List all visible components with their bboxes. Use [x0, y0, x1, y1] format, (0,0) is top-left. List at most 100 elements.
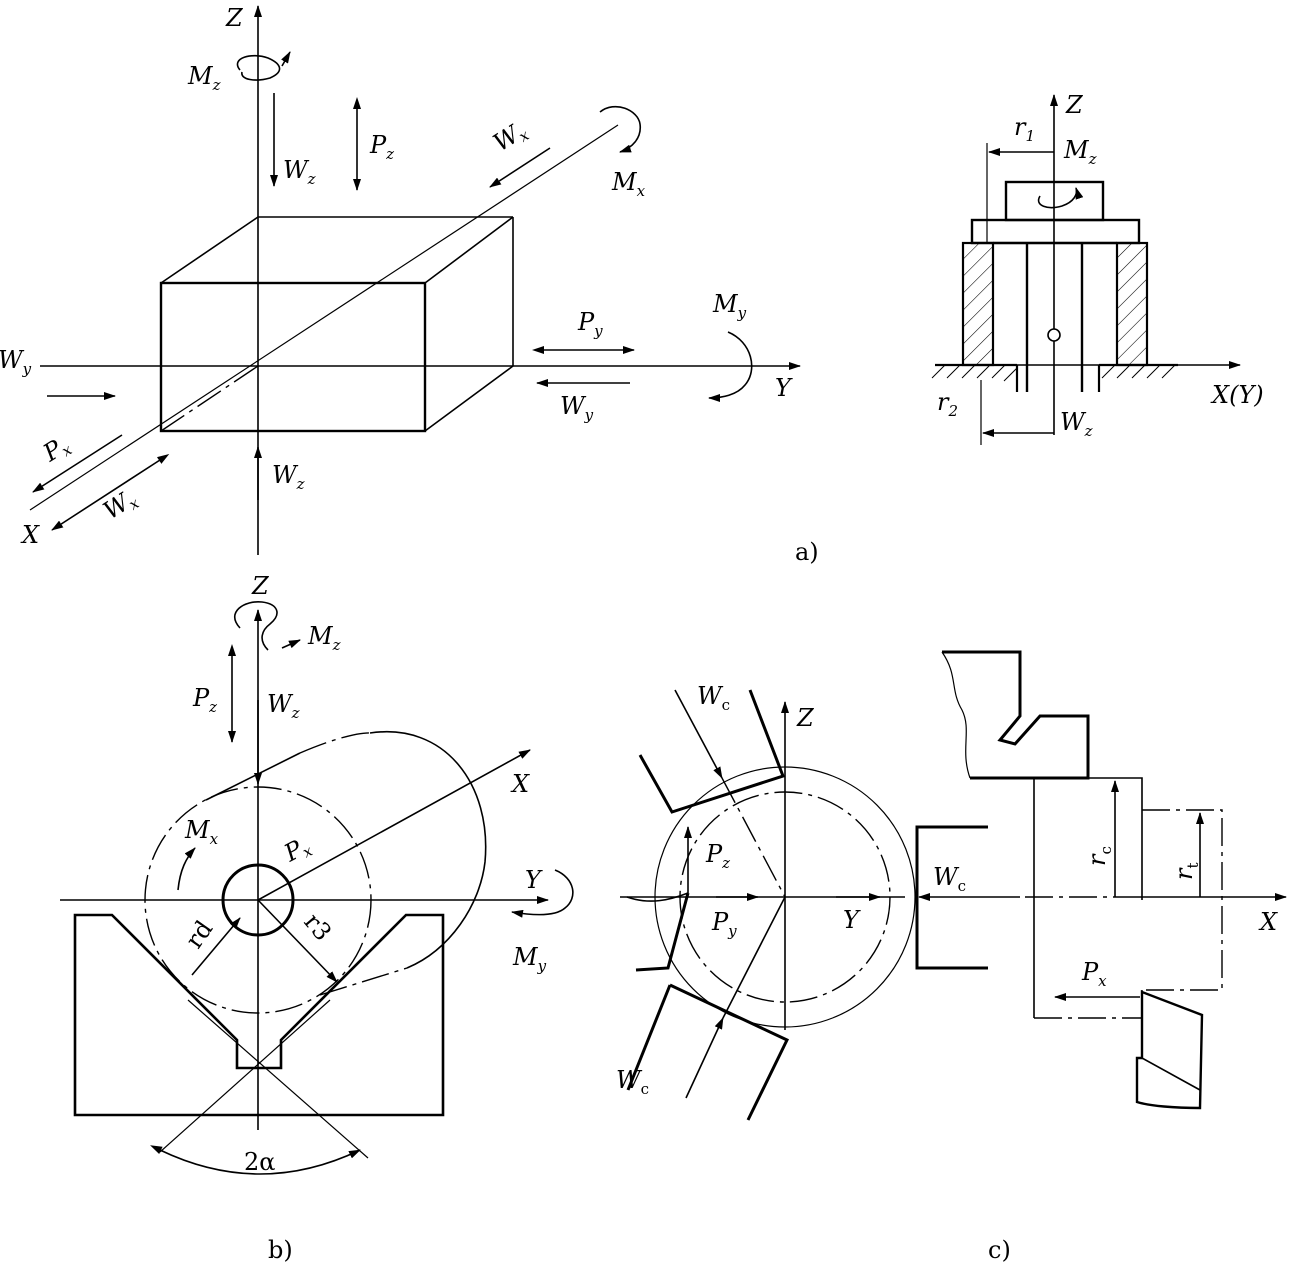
b-cylinder-top-edge — [205, 752, 301, 801]
b-label-x: X — [510, 770, 530, 798]
a-block-hidden — [160, 365, 259, 432]
side-base-hatch — [931, 364, 1176, 382]
b-mx-curl — [177, 847, 196, 891]
b-r3-arrow — [257, 899, 338, 983]
b-v-block — [73, 913, 445, 1117]
a-label-py: Py — [577, 308, 603, 340]
c-inner-circle — [679, 791, 891, 1003]
c-label-y: Y — [843, 906, 861, 934]
a-x-axis — [29, 124, 619, 511]
b-cylinder-bot-edge — [319, 967, 408, 996]
b-mz-arrow — [281, 639, 301, 649]
c-label-px: Px — [1081, 958, 1107, 990]
side-mz-curl — [1037, 187, 1084, 209]
panel-a-isometric: Z Mz Wz Pz Wx Mx My Py Y Wy Wy Px Wx X W… — [0, 4, 801, 555]
b-angle-arc — [150, 1145, 361, 1175]
side-label-r2: r2 — [937, 388, 958, 420]
caption-c: c) — [988, 1236, 1011, 1264]
b-label-rd: rd — [180, 915, 218, 953]
c-turned-section — [1142, 809, 1223, 991]
c-label-wc-bot: Wc — [616, 1066, 649, 1098]
c-wc-bot-line — [722, 896, 786, 1019]
a-label-pz: Pz — [369, 131, 394, 163]
a-block-edge — [160, 216, 259, 284]
c-tool-left — [626, 892, 689, 902]
c-label-wc-right: Wc — [933, 863, 966, 895]
b-label-angle: 2α — [244, 1148, 275, 1176]
a-my-curl — [708, 331, 753, 402]
a-label-px: Px — [37, 430, 75, 469]
a-label-mz: Mz — [187, 62, 221, 94]
a-label-wy-right: Wy — [560, 392, 594, 424]
caption-a: a) — [795, 538, 819, 566]
a-label-wx-top: Wx — [488, 115, 532, 158]
c-jaw-right — [915, 825, 988, 970]
b-cylinder-top-edge-hidden — [299, 732, 373, 754]
b-label-wz: Wz — [267, 690, 300, 722]
c-tool-edge — [1141, 1057, 1201, 1091]
c-label-x: X — [1258, 908, 1278, 936]
a-wx-top-arrow — [489, 147, 551, 188]
b-label-r3: r3 — [298, 908, 337, 946]
c-jaw-bottom — [669, 983, 790, 1121]
c-label-rc: rc — [1083, 846, 1115, 866]
c-wc-top-arrow — [674, 689, 723, 779]
a-label-y: Y — [775, 374, 793, 402]
side-center-point — [1047, 328, 1061, 342]
b-shaft-circle — [221, 863, 295, 937]
c-workpiece-bottom — [1034, 990, 1143, 1019]
b-label-mz: Mz — [307, 622, 341, 654]
a-label-my: My — [712, 290, 747, 322]
b-label-pz: Pz — [192, 684, 217, 716]
b-label-z: Z — [251, 572, 270, 600]
c-workpiece-top — [1034, 777, 1143, 900]
side-label-wz: Wz — [1060, 408, 1093, 440]
a-block-front — [159, 281, 427, 433]
c-jaw-top — [638, 689, 785, 814]
a-mz-curl — [236, 54, 281, 81]
a-label-wz-bot: Wz — [272, 461, 305, 493]
b-cylinder-back — [369, 730, 487, 969]
side-wall-left — [961, 241, 995, 367]
c-tool-left-body — [635, 892, 690, 972]
c-label-rt: rt — [1170, 862, 1202, 880]
b-my-curl — [511, 869, 574, 918]
a-label-wz-top: Wz — [283, 156, 316, 188]
c-chuck-jaw — [942, 650, 1090, 780]
panel-a-side-view: Z r1 Mz X(Y) r2 Wz a) — [795, 91, 1264, 566]
side-label-axis: X(Y) — [1210, 381, 1264, 409]
b-rd-arrow — [191, 917, 241, 976]
panel-c-cross-section: Wc Z Pz Wc Py Y Wc — [616, 682, 1020, 1121]
side-plate — [970, 218, 1141, 245]
side-wall-right — [1115, 241, 1149, 367]
b-label-my: My — [512, 943, 547, 975]
a-mx-curl — [599, 106, 642, 153]
side-label-mz: Mz — [1063, 136, 1097, 168]
side-label-z: Z — [1065, 91, 1084, 119]
panel-c-side-view: rc rt X Px c) — [941, 650, 1287, 1264]
side-label-r1: r1 — [1014, 113, 1035, 145]
c-outer-circle — [654, 766, 916, 1028]
c-label-wc-top: Wc — [697, 682, 730, 714]
a-mz-arrow — [281, 51, 291, 67]
b-label-mx: Mx — [184, 816, 219, 848]
b-angle-line-r — [187, 999, 369, 1159]
b-label-px: Px — [279, 831, 316, 870]
b-cylinder-front — [144, 786, 372, 1014]
a-wx-bot-arrow — [51, 454, 170, 531]
b-mz-curl — [233, 601, 278, 651]
a-block-edge — [424, 216, 514, 284]
b-label-y: Y — [525, 866, 543, 894]
c-cutting-tool — [1135, 990, 1204, 1110]
c-label-pz: Pz — [705, 840, 730, 872]
c-wc-top-line — [721, 777, 786, 898]
a-label-wx-bot: Wx — [98, 483, 142, 526]
panel-b-v-block: Z Mz Pz Wz X Mx Px Y My rd r3 2α b) — [60, 572, 574, 1264]
c-chuck-break — [941, 651, 971, 779]
a-label-wy-left: Wy — [0, 346, 32, 378]
b-x-axis — [257, 749, 531, 901]
c-wc-bot-arrow — [685, 1017, 724, 1099]
a-label-mx: Mx — [611, 168, 646, 200]
a-label-x: X — [20, 521, 40, 549]
